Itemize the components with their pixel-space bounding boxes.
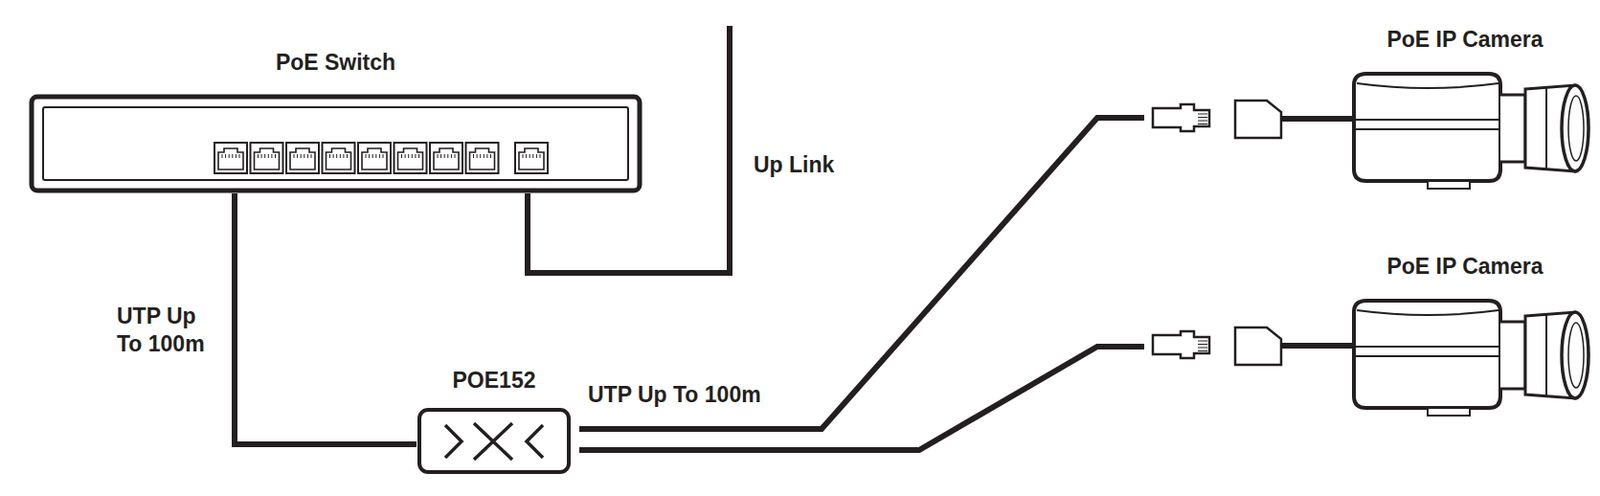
rj45-port: [286, 142, 319, 174]
rj45-plug: [1152, 331, 1210, 359]
plug-pin: [1197, 350, 1208, 352]
rj45-port: [429, 142, 463, 174]
camera-node: PoE IP Camera: [1144, 23, 1600, 192]
rj45-port: [214, 142, 248, 174]
rj45-socket: [1235, 100, 1282, 138]
uplink-label: Up Link: [751, 151, 836, 180]
poe-node: POE152: [416, 363, 580, 475]
lens-glass: [1568, 95, 1584, 161]
camera-seam: [1353, 310, 1501, 357]
plug-pin: [1197, 340, 1208, 342]
rj45-port: [466, 142, 499, 174]
camera-mount: [1427, 180, 1470, 189]
camera-body: [1353, 300, 1501, 408]
camera-pigtail: [1281, 115, 1354, 122]
switch-housing: [31, 96, 640, 191]
node-title: PoE IP Camera: [1335, 253, 1595, 280]
lens-collar: [1500, 321, 1526, 389]
plug-pin: [1197, 113, 1208, 115]
rj45-port: [394, 142, 428, 174]
camera-node: PoE IP Camera: [1144, 250, 1600, 419]
cable-length-label: UTP Up To 100m: [585, 381, 764, 409]
node-title: POE152: [416, 367, 572, 394]
plug-pin: [1197, 120, 1208, 122]
utp-cable: [579, 117, 1145, 429]
rj45-plug: [1152, 104, 1210, 132]
switch-node: PoE Switch: [28, 45, 651, 194]
splitter-housing: [419, 409, 569, 473]
switch-front-panel: [43, 107, 629, 181]
rj45-port: [322, 142, 356, 174]
rj45-port: [250, 142, 284, 174]
utp-cable: [579, 346, 1145, 451]
lens-ring: [1545, 87, 1548, 170]
utp-cable: [234, 193, 417, 445]
node-title: PoE Switch: [28, 49, 643, 76]
plug-pin: [1197, 123, 1208, 125]
plug-pin: [1197, 347, 1208, 349]
lens-front: [1561, 312, 1589, 399]
node-title: PoE IP Camera: [1335, 26, 1595, 53]
cable-length-label: UTP Up To 100m: [114, 302, 211, 359]
camera-pigtail: [1281, 342, 1354, 349]
plug-pin: [1197, 343, 1208, 345]
splitter-symbol: [445, 423, 543, 460]
rj45-port: [358, 142, 391, 174]
lens-ring: [1545, 314, 1548, 397]
camera-body: [1353, 73, 1501, 181]
plug-pin: [1197, 116, 1208, 118]
camera-mount: [1427, 407, 1470, 416]
camera-seam: [1353, 83, 1501, 130]
lens-front: [1561, 85, 1589, 172]
rj45-socket: [1235, 327, 1282, 365]
lens-glass: [1568, 322, 1584, 388]
rj45-port: [515, 142, 548, 174]
lens-collar: [1500, 94, 1526, 162]
